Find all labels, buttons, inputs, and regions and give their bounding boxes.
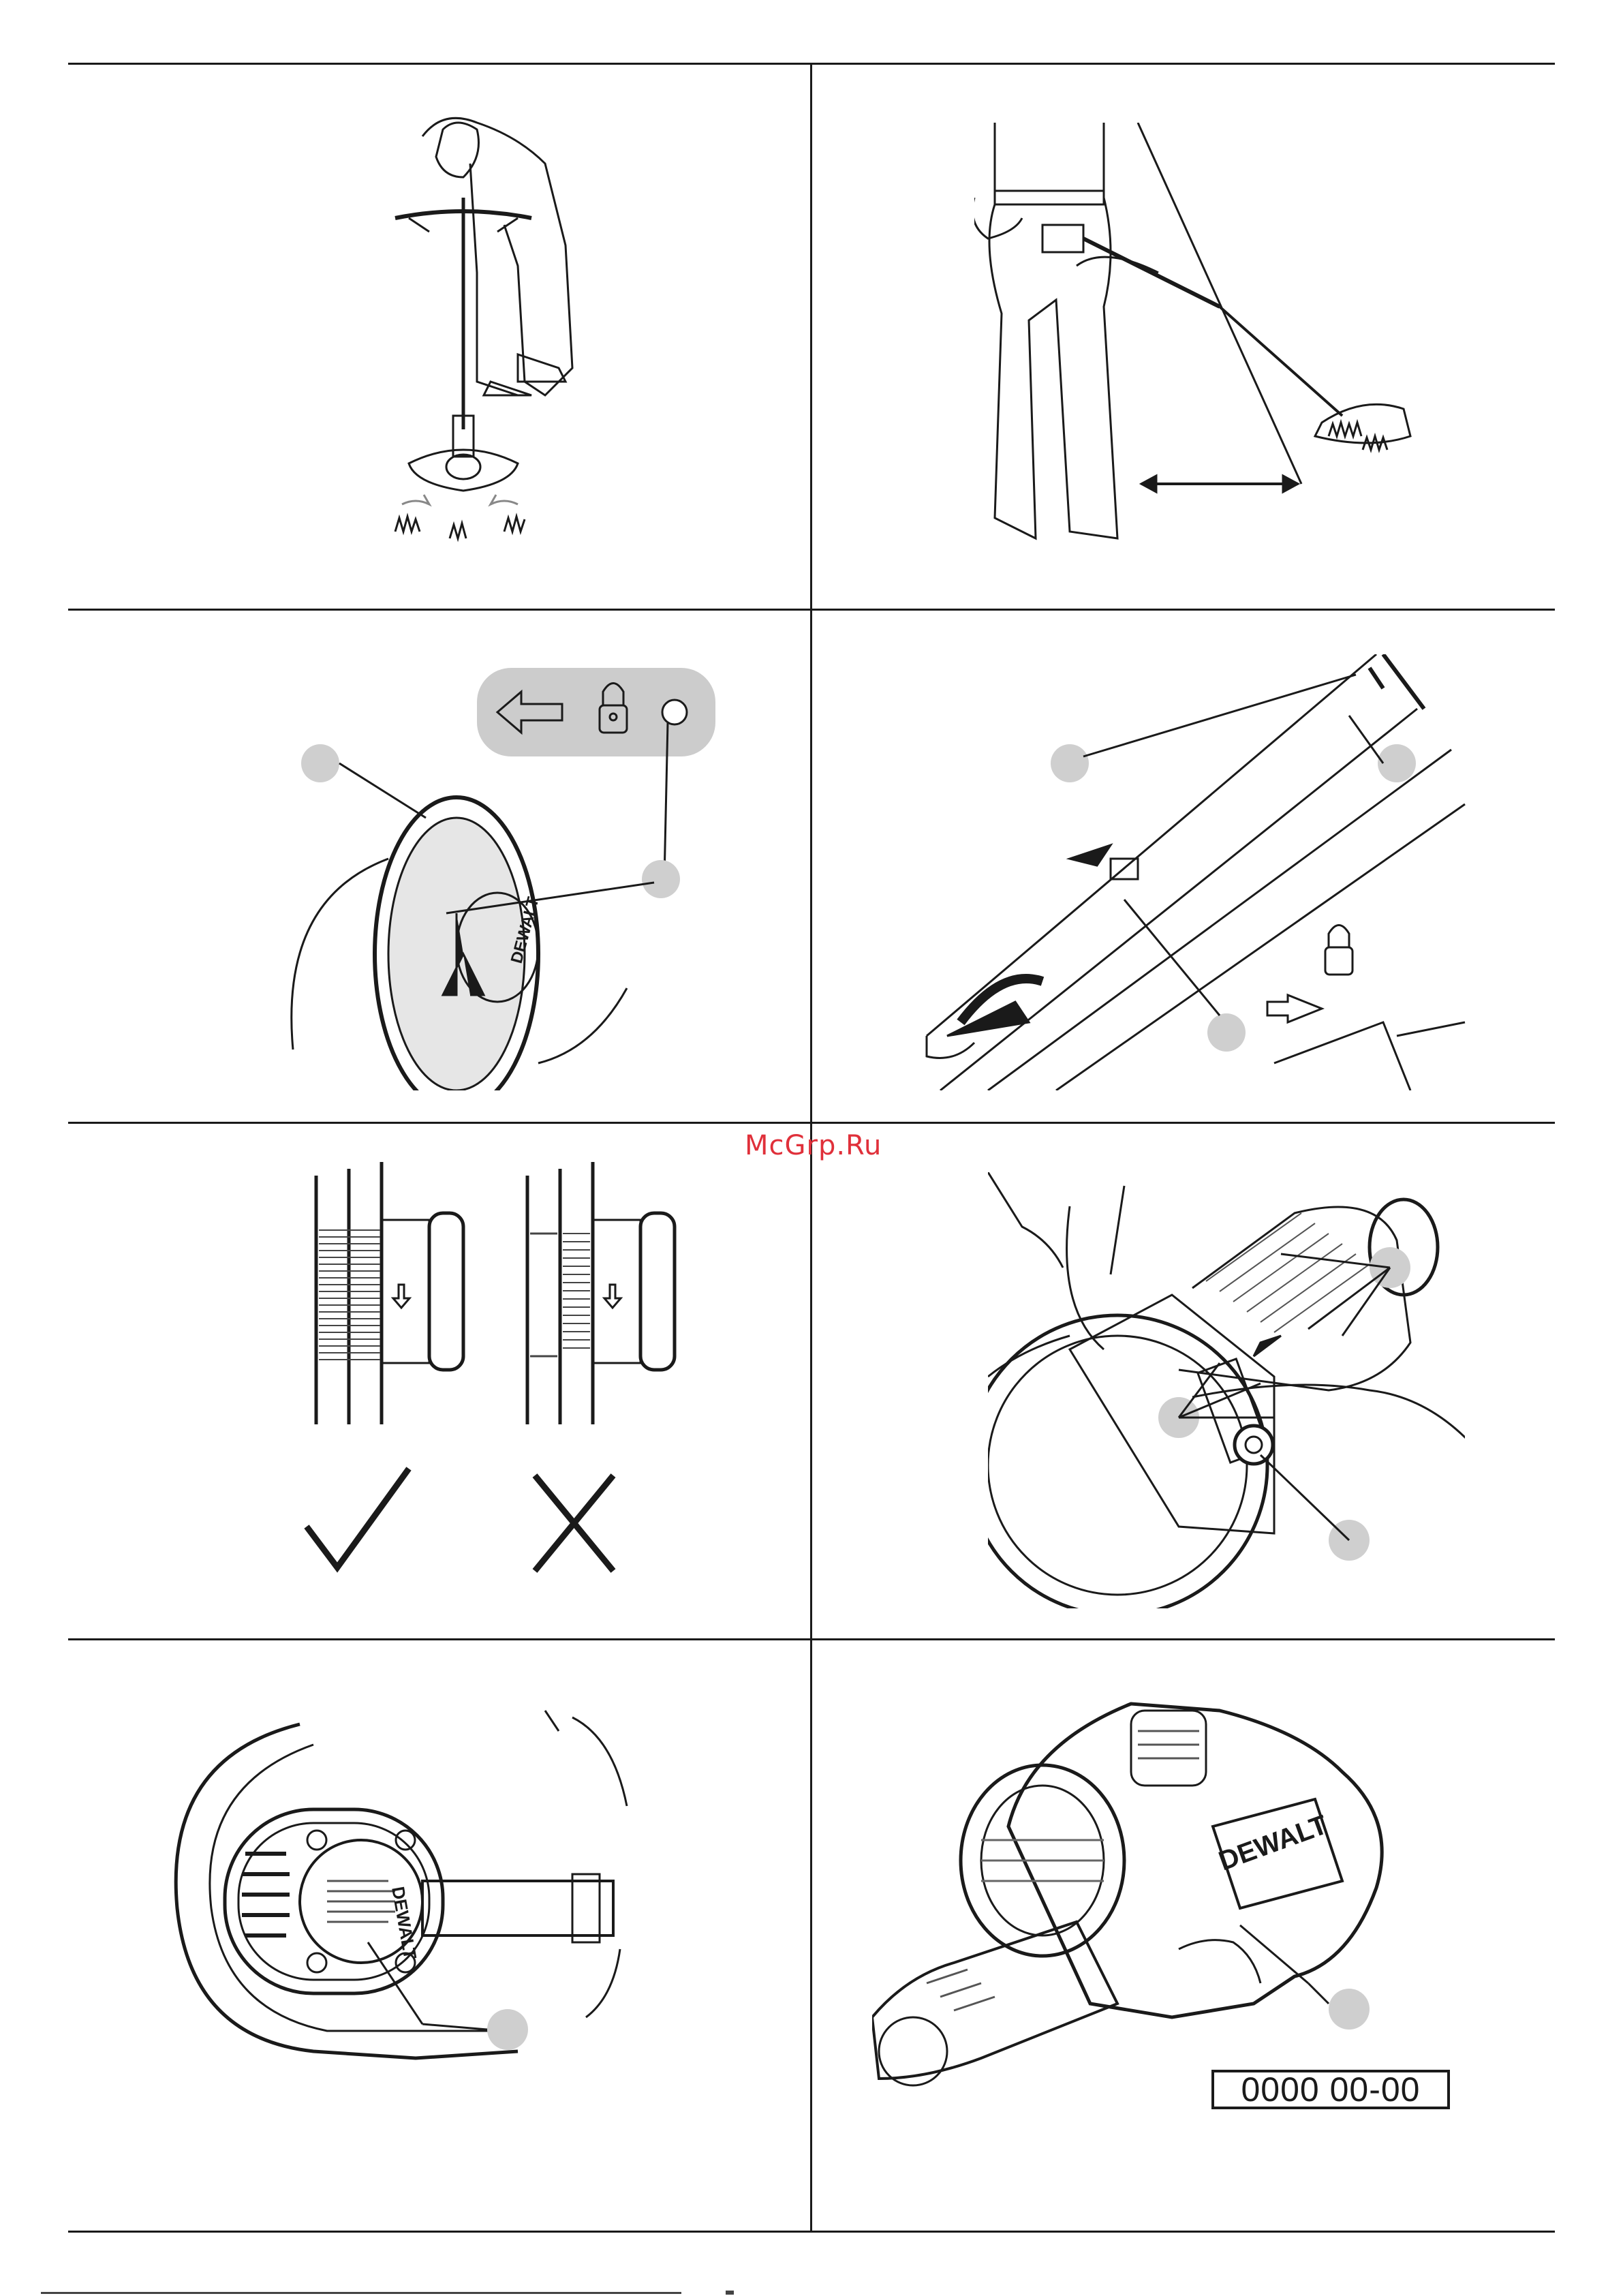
head-cap-brand-text: DEWALT: [388, 1885, 420, 1961]
watermark: McGrp.Ru: [745, 1130, 882, 1161]
cross-mark-icon: [535, 1475, 613, 1571]
figure-spool-wind: [273, 1152, 695, 1595]
figure-operate-distance: [974, 123, 1465, 572]
spool-correct: [316, 1162, 463, 1424]
figure-head-bottom: DEWALT: [164, 1704, 654, 2126]
footer-rule: [41, 2292, 681, 2294]
figure-operate-sweep: [382, 95, 606, 559]
figure-spool-threading: [988, 1172, 1465, 1608]
spool-incorrect: [527, 1162, 675, 1424]
footer-tick: [726, 2291, 734, 2295]
date-code-text: 0000 00-00: [1241, 2070, 1420, 2109]
check-mark-icon: [307, 1469, 409, 1567]
date-code-box: 0000 00-00: [1211, 2070, 1450, 2109]
powerhead-brand-text: DEWALT: [1215, 1809, 1331, 1876]
figure-spool-release: DEWALT: [252, 654, 722, 1090]
figure-line-insert: [920, 654, 1479, 1090]
